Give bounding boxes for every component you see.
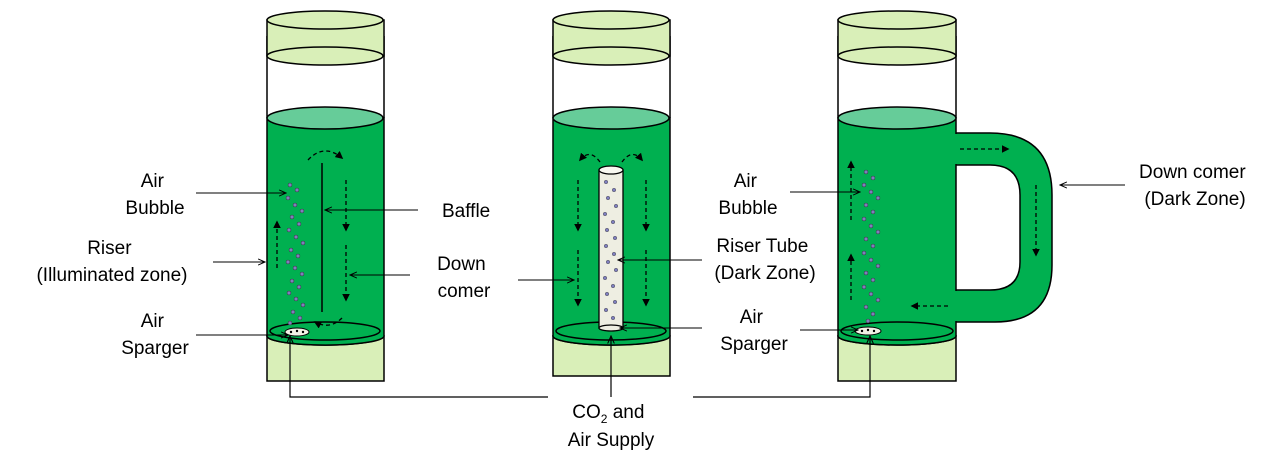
reactor1-sparger (284, 327, 310, 337)
reactor3-liquid-surface (837, 106, 957, 130)
reactor1-bubbles (285, 182, 306, 326)
label-riser-tube: Riser Tube (Dark Zone) (714, 236, 815, 284)
supply-lines (290, 336, 870, 398)
pointer-lines (196, 185, 1125, 335)
reactor2-liquid-surface (552, 106, 670, 130)
label-co2-air-supply: CO2 and Air Supply (568, 402, 655, 451)
reactor-concentric-tube (552, 10, 671, 377)
reactor1-liquid (266, 117, 385, 346)
reactor3-liquid (837, 117, 957, 346)
reactor2-flow-arrows (574, 152, 650, 307)
label-air-sparger-1: Air Sparger (121, 311, 189, 359)
label-air-bubble-1: Air Bubble (125, 171, 184, 219)
label-down-comer-dark: Down comer (Dark Zone) (1139, 162, 1251, 210)
reactor-external-loop (837, 10, 1053, 382)
label-riser: Riser (Illuminated zone) (36, 238, 187, 286)
reactor-internal-loop (266, 10, 385, 382)
reactor1-flow-arrows (273, 150, 350, 329)
label-air-bubble-3: Air Bubble (718, 171, 777, 219)
reactor3-bubbles (861, 169, 881, 324)
labels: Air Bubble Riser (Illuminated zone) Air … (36, 162, 1251, 451)
label-air-sparger-3: Air Sparger (720, 307, 788, 355)
reactor3-flow-arrows (847, 145, 1040, 310)
reactor3-handle (954, 132, 1053, 323)
reactor2-riser-tube (598, 165, 624, 332)
reactor3-sparger (854, 326, 882, 336)
label-down-comer: Down comer (437, 254, 491, 302)
reactor1-liquid-surface (266, 106, 384, 130)
label-baffle: Baffle (442, 201, 490, 222)
